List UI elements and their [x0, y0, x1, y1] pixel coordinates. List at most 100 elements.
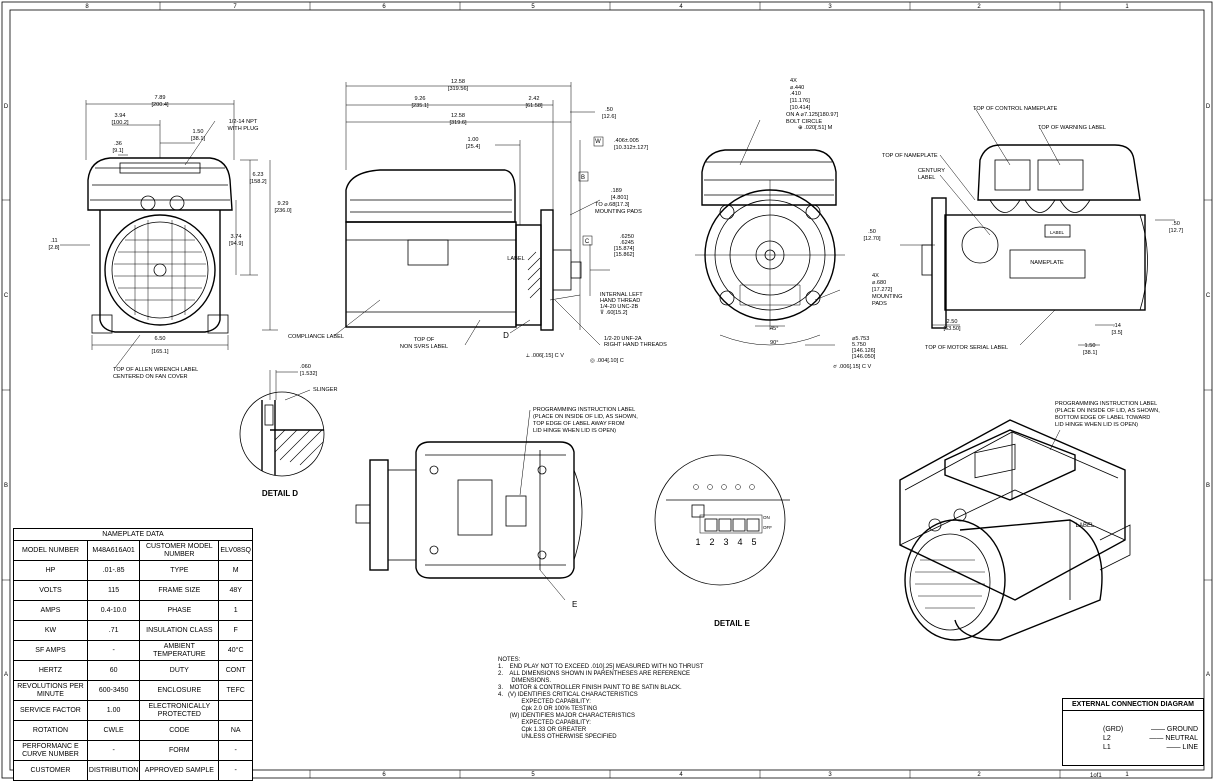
- end-dim: 90°: [770, 340, 778, 346]
- nameplate-cell: 1: [218, 600, 253, 621]
- connection-terminal: (GRD): [1103, 726, 1124, 733]
- zone-label-right: A: [1206, 672, 1210, 678]
- iso-label: LABEL: [1076, 523, 1095, 529]
- zone-label-bottom: 2: [977, 772, 981, 778]
- end-dim: ⊕ .020[.51] M: [798, 125, 833, 131]
- side-dim: [319.6]: [449, 120, 467, 126]
- notes-heading: NOTES:: [498, 657, 521, 663]
- switch-number: 4: [737, 537, 742, 547]
- note-line: Cpk 2.0 OR 100% TESTING: [498, 706, 598, 712]
- side-dim: [15.874]: [614, 246, 635, 252]
- nameplate-cell: VOLTS: [13, 580, 88, 601]
- top-callout: PROGRAMMING INSTRUCTION LABEL: [533, 407, 635, 413]
- front-dim: [158.2]: [249, 179, 267, 185]
- front-callout: CENTERED ON FAN COVER: [113, 374, 188, 380]
- right-dim: [12.7]: [1169, 228, 1183, 234]
- nameplate-cell: 1.00: [86, 700, 141, 721]
- side-dim: [25.4]: [466, 144, 480, 150]
- nameplate-cell: DUTY: [139, 660, 220, 681]
- iso-callout: PROGRAMMING INSTRUCTION LABEL: [1055, 401, 1157, 407]
- nameplate-cell: F: [218, 620, 253, 641]
- side-dim: MOUNTING PADS: [595, 209, 642, 215]
- nameplate-cell: M48A616A01: [86, 540, 141, 561]
- front-dim: 6.23: [253, 172, 264, 178]
- nameplate-cell: CUSTOMER: [13, 760, 88, 781]
- datum-b: B: [581, 175, 585, 181]
- side-dim: 2.42: [529, 96, 540, 102]
- end-dim: [146.050]: [852, 354, 876, 360]
- side-dim: [235.1]: [411, 103, 429, 109]
- note-line: UNLESS OTHERWISE SPECIFIED: [498, 734, 617, 740]
- right-dim: 1.50: [1085, 343, 1096, 349]
- side-dim: 1.00: [468, 137, 479, 143]
- nameplate-cell: REVOLUTIONS PER MINUTE: [13, 680, 88, 701]
- nameplate-text: NAMEPLATE: [1030, 260, 1064, 266]
- side-dim: .6250: [620, 234, 634, 240]
- note-line: EXPECTED CAPABILITY:: [498, 699, 591, 705]
- side-dim: 12.58: [451, 113, 465, 119]
- warning-label-callout: TOP OF WARNING LABEL: [1038, 125, 1106, 131]
- detail-d-dim: .060: [300, 364, 311, 370]
- zone-label-top: 1: [1125, 4, 1129, 10]
- nameplate-cell: FRAME SIZE: [139, 580, 220, 601]
- iso-view: [899, 419, 1131, 641]
- front-callout: TOP OF ALLEN WRENCH LABEL: [113, 367, 198, 373]
- compliance-label-callout: COMPLIANCE LABEL: [288, 334, 344, 340]
- detail-d: [239, 370, 325, 477]
- note-line: (W) IDENTIFIES MAJOR CHARACTERISTICS: [498, 713, 636, 719]
- end-dim: 5.750: [852, 342, 866, 348]
- zone-label-left: C: [4, 293, 9, 299]
- zone-label-bottom: 6: [382, 772, 386, 778]
- end-dim: 4X: [790, 78, 797, 84]
- connection-terminal: L1: [1103, 744, 1111, 751]
- label-text: LABEL: [1050, 230, 1065, 235]
- nameplate-cell: KW: [13, 620, 88, 641]
- end-dim: ⌀.440: [790, 85, 804, 91]
- right-dim: .14: [1113, 323, 1121, 329]
- zone-label-right: C: [1206, 293, 1211, 299]
- control-nameplate-callout: TOP OF CONTROL NAMEPLATE: [973, 106, 1058, 112]
- detail-d-marker: D: [503, 331, 509, 340]
- nameplate-cell: SERVICE FACTOR: [13, 700, 88, 721]
- front-dim: 6.50: [155, 336, 166, 342]
- nameplate-cell: ELV08SQ: [218, 540, 253, 561]
- right-dim: [3.5]: [1112, 330, 1123, 336]
- note-line: EXPECTED CAPABILITY:: [498, 720, 591, 726]
- nameplate-cell: FORM: [139, 740, 220, 761]
- right-view: [900, 107, 1175, 346]
- front-dim: [38.1]: [191, 136, 205, 142]
- front-dim: [9.1]: [113, 148, 124, 154]
- front-dim: 9.29: [278, 201, 289, 207]
- zone-label-top: 4: [679, 4, 683, 10]
- nameplate-row: PERFORMANC E CURVE NUMBER-FORM-: [13, 740, 253, 761]
- end-dim: [17.272]: [872, 287, 893, 293]
- side-dim: 12.58: [451, 79, 465, 85]
- zone-label-top: 7: [233, 4, 237, 10]
- iso-callout: (PLACE ON INSIDE OF LID, AS SHOWN,: [1055, 408, 1160, 414]
- connection-row: (GRD)—— GROUND: [1103, 725, 1198, 734]
- switch-number: 2: [709, 537, 714, 547]
- nameplate-cell: .01-.85: [86, 560, 141, 581]
- switch-off: OFF: [763, 525, 772, 530]
- connection-row: L1—— LINE: [1103, 743, 1198, 752]
- end-dim: [10.414]: [790, 105, 811, 111]
- fcf-perpendicularity: ⟂ .006[.15] C V: [526, 353, 564, 359]
- nameplate-cell: -: [86, 740, 141, 761]
- front-dim: 3.74: [231, 234, 242, 240]
- nameplate-callout: TOP OF NAMEPLATE: [882, 153, 938, 159]
- top-callout: LID HINGE WHEN LID IS OPEN): [533, 428, 616, 434]
- front-dim: [236.0]: [274, 208, 292, 214]
- nameplate-cell: M: [218, 560, 253, 581]
- note-line: 1. END PLAY NOT TO EXCEED .010[.25] MEAS…: [498, 664, 704, 670]
- side-dim: 1/4-20 UNC-2B: [600, 304, 639, 310]
- note-line: DIMENSIONS.: [498, 678, 552, 684]
- side-dim: [12.6]: [602, 114, 616, 120]
- front-dim: WITH PLUG: [227, 126, 258, 132]
- front-dim: .11: [50, 238, 57, 244]
- right-dim: [63.50]: [943, 326, 961, 332]
